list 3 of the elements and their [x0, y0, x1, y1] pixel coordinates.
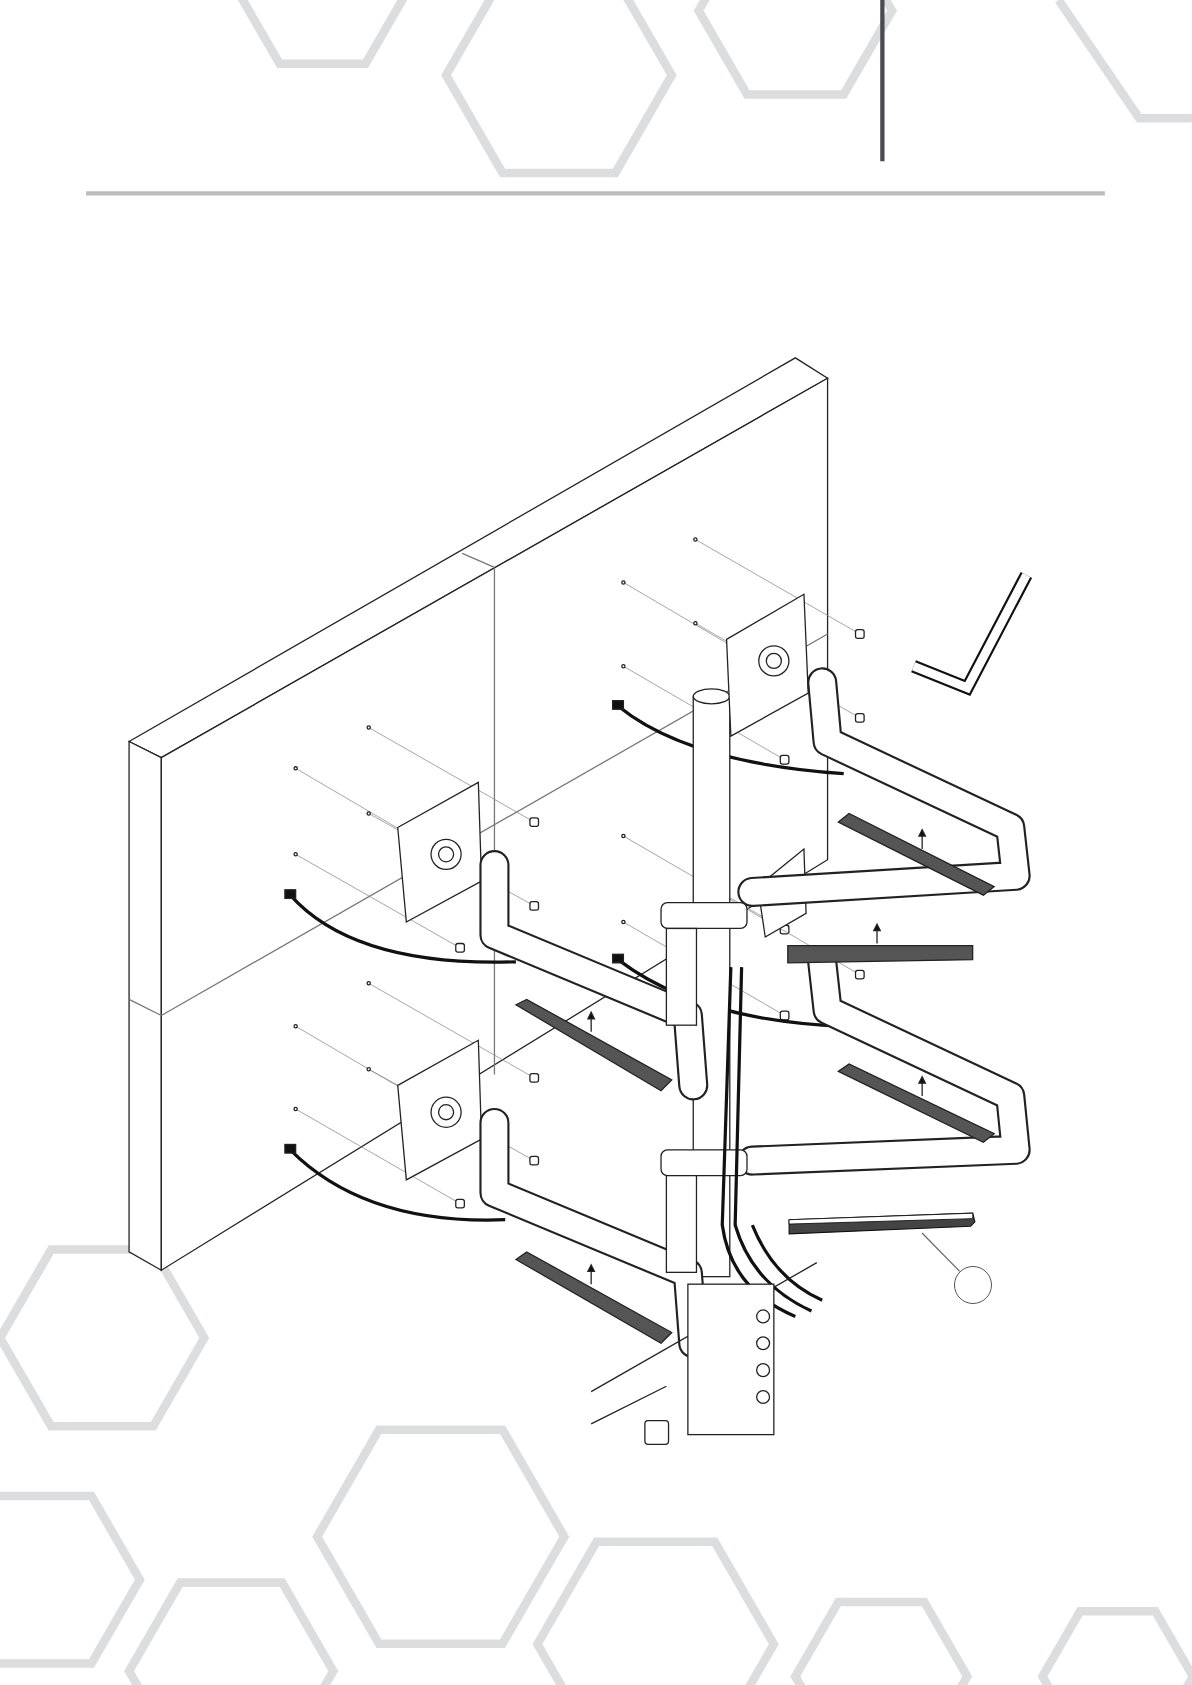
callout-circle: [954, 1266, 992, 1304]
leader-line: [921, 1232, 961, 1273]
cable-cover-drawing: [788, 1211, 976, 1235]
